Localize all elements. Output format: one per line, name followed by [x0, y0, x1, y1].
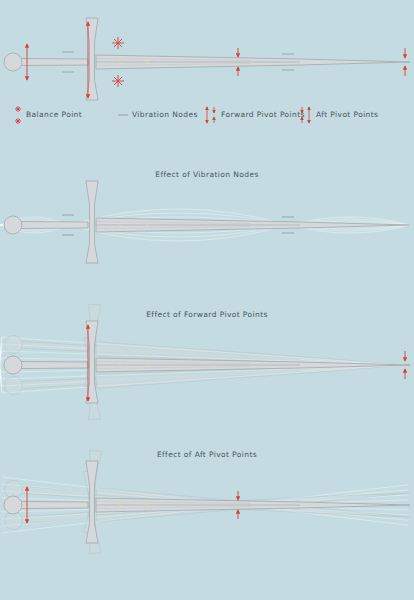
legend-text: Aft Pivot Points [316, 110, 378, 120]
legend-samples [15, 106, 309, 124]
vibration-node-marks [62, 52, 294, 72]
section-heading: Effect of Vibration Nodes [152, 170, 261, 180]
legend-text: Balance Point [26, 110, 82, 120]
section-heading: Effect of Forward Pivot Points [143, 310, 271, 320]
vibration-effect-sword [0, 181, 410, 263]
pivot-markers [27, 22, 405, 98]
reference-sword [4, 18, 410, 100]
aft-pivot-effect-sword [2, 445, 413, 559]
swing-line [0, 337, 2, 393]
legend-text: Forward Pivot Points [221, 110, 305, 120]
section-heading: Effect of Aft Pivot Points [154, 450, 260, 460]
forward-pivot-effect-sword [0, 300, 412, 424]
swing-line [0, 337, 2, 393]
balance-point-stars [112, 37, 124, 87]
legend-text: Vibration Nodes [132, 110, 198, 120]
